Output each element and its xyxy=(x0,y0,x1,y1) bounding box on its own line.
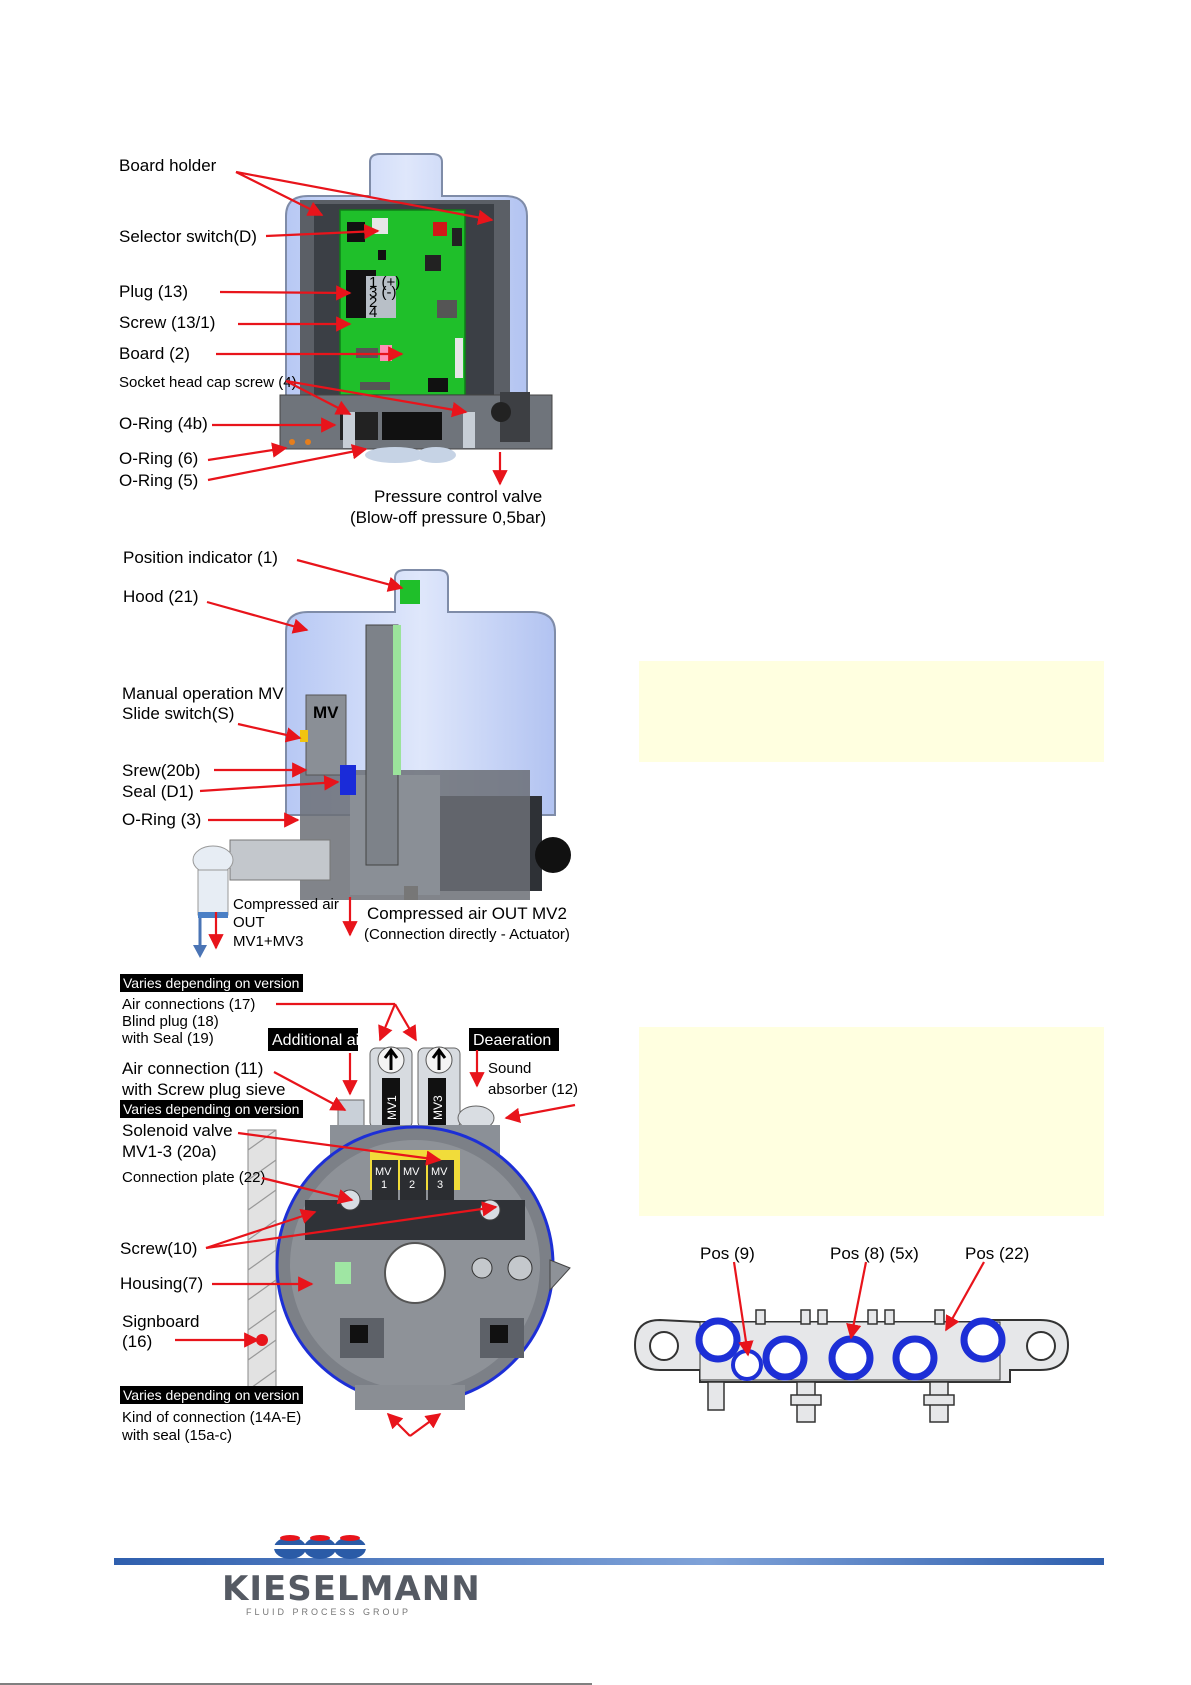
label-solenoid-2: MV1-3 (20a) xyxy=(122,1142,216,1161)
tag-varies-1-bg xyxy=(120,974,303,992)
label-board-holder: Board holder xyxy=(119,156,217,175)
label-socket-screw: Socket head cap screw (4) xyxy=(119,374,297,391)
tag-varies-2: Varies depending on version xyxy=(123,1101,299,1117)
figure-4-connection-plate: Pos (9) Pos (8) (5x) Pos (22) xyxy=(633,1244,1070,1423)
tag-varies-2-bg xyxy=(120,1100,303,1118)
label-air-mv2-line2: (Connection directly - Actuator) xyxy=(364,926,570,943)
figure-1-board-assembly: 1 (+) 3 (-) 2 4 Board holder Selector sw… xyxy=(119,153,553,527)
note-box-upper xyxy=(639,661,1104,762)
tag-deaeration-bg xyxy=(469,1028,559,1051)
pin-label-1: 1 (+) xyxy=(369,274,400,291)
label-manual-mv: Manual operation MV xyxy=(122,684,284,703)
tag-varies-3: Varies depending on version xyxy=(123,1387,299,1403)
fitting-mv3-label: MV3 xyxy=(431,1095,445,1120)
label-board: Board (2) xyxy=(119,344,190,363)
label-screw-plug-sieve: with Screw plug sieve xyxy=(121,1080,285,1099)
label-air-line2: OUT xyxy=(233,914,265,931)
coil-mv-3-label: MV xyxy=(431,1166,448,1178)
pin-label-2: 3 (-) xyxy=(369,284,397,301)
label-oring-4b: O-Ring (4b) xyxy=(119,414,208,433)
figure-2-arrows xyxy=(199,558,404,950)
tag-varies-1: Varies depending on version xyxy=(123,975,299,991)
label-oring-5: O-Ring (5) xyxy=(119,471,198,490)
signboard-marker xyxy=(256,1334,268,1346)
fitting-mv1-label: MV1 xyxy=(385,1095,399,1120)
label-signboard-2: (16) xyxy=(122,1332,152,1351)
label-seal-d1: Seal (D1) xyxy=(122,782,194,801)
label-oring-3: O-Ring (3) xyxy=(122,810,201,829)
label-pcv-line1: Pressure control valve xyxy=(374,487,542,506)
label-kind-conn: Kind of connection (14A-E) xyxy=(122,1409,301,1426)
figure-3-arrows xyxy=(175,1002,576,1437)
label-screw-20b: Srew(20b) xyxy=(122,761,200,780)
coil-mv-1-label: MV xyxy=(375,1166,392,1178)
kieselmann-logo-mark xyxy=(270,1535,370,1559)
label-blind-plug: Blind plug (18) xyxy=(122,1013,219,1030)
label-with-seal-15: with seal (15a-c) xyxy=(121,1427,232,1444)
coil-2-label: 2 xyxy=(409,1179,415,1191)
figure-2-hood-assembly: MV Position indicator (1) Hood (21) Manu… xyxy=(122,548,571,958)
label-sound-1: Sound xyxy=(488,1060,531,1077)
label-pos-9: Pos (9) xyxy=(700,1244,755,1263)
label-pcv-line2: (Blow-off pressure 0,5bar) xyxy=(350,508,546,527)
coil-mv-2-label: MV xyxy=(403,1166,420,1178)
label-oring-6: O-Ring (6) xyxy=(119,449,198,468)
label-connection-plate: Connection plate (22) xyxy=(122,1169,265,1186)
tag-deaeration: Deaeration xyxy=(473,1032,551,1049)
label-air-mv2-line1: Compressed air OUT MV2 xyxy=(367,904,567,923)
footer: KIESELMANN FLUID PROCESS GROUP xyxy=(0,1535,1104,1685)
label-hood: Hood (21) xyxy=(123,587,199,606)
mv-block-label: MV xyxy=(313,703,339,722)
tag-additional-air-bg xyxy=(268,1028,358,1051)
label-air-conn-11: Air connection (11) xyxy=(122,1059,263,1078)
label-housing-7: Housing(7) xyxy=(120,1274,203,1293)
label-air-line3: MV1+MV3 xyxy=(233,933,303,950)
tag-additional-air: Additional air xyxy=(272,1032,365,1049)
figure-4-arrows xyxy=(732,1261,985,1357)
label-selector-switch: Selector switch(D) xyxy=(119,227,257,246)
label-with-seal-19: with Seal (19) xyxy=(121,1030,214,1047)
kieselmann-logo-tagline: FLUID PROCESS GROUP xyxy=(246,1607,411,1617)
label-air-line1: Compressed air xyxy=(233,896,339,913)
label-plug: Plug (13) xyxy=(119,282,188,301)
label-sound-2: absorber (12) xyxy=(488,1081,578,1098)
coil-1-label: 1 xyxy=(381,1179,387,1191)
figure-3-housing-view: MV1 MV3 MV MV MV 1 2 3 Varies depending … xyxy=(120,974,578,1444)
label-screw-10: Screw(10) xyxy=(120,1239,197,1258)
label-slide-switch: Slide switch(S) xyxy=(122,704,234,723)
label-air-conn-17: Air connections (17) xyxy=(122,996,255,1013)
footer-rule xyxy=(114,1558,1104,1565)
pin-label-3: 2 xyxy=(369,294,377,311)
kieselmann-logo-text: KIESELMANN xyxy=(222,1569,481,1609)
label-solenoid-1: Solenoid valve xyxy=(122,1121,233,1140)
note-box-lower xyxy=(639,1027,1104,1216)
label-signboard-1: Signboard xyxy=(122,1312,200,1331)
label-pos-8: Pos (8) (5x) xyxy=(830,1244,919,1263)
label-pos-22: Pos (22) xyxy=(965,1244,1029,1263)
figure-1-arrows xyxy=(207,170,508,486)
coil-3-label: 3 xyxy=(437,1179,443,1191)
label-position-indicator: Position indicator (1) xyxy=(123,548,278,567)
label-screw: Screw (13/1) xyxy=(119,313,215,332)
tag-varies-3-bg xyxy=(120,1386,303,1404)
pin-label-4: 4 xyxy=(369,304,377,321)
